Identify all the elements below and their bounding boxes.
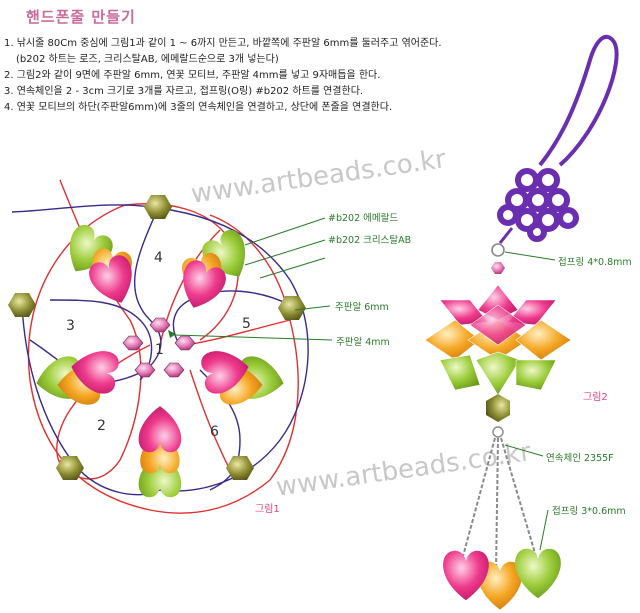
region-number-2: 2 <box>97 418 106 434</box>
figure1-caption: 그림1 <box>255 504 280 515</box>
bead6-right <box>278 296 306 320</box>
label-bead6: 주판알 6mm <box>335 302 389 313</box>
bead6-bottom-left <box>56 456 84 480</box>
bead6-lotus-bottom <box>486 394 510 422</box>
label-chain: 연속체인 2355F <box>546 453 614 464</box>
instruction-1: 1. 낚시줄 80Cm 중심에 그림1과 같이 1 ~ 6까지 만든고, 바깥쪽… <box>4 38 442 49</box>
page-title: 핸드폰줄 만들기 <box>26 8 136 26</box>
instruction-4: 4. 연꽃 모티브의 하단(주판알6mm)에 3줄의 연속체인을 연결하고, 상… <box>4 102 393 113</box>
label-jumpring1: 접프링 4*0.8mm <box>558 257 632 268</box>
figure2-caption: 그림2 <box>583 392 608 403</box>
region-number-6: 6 <box>210 424 219 440</box>
drop-heart-pink <box>443 550 489 601</box>
jumpring-top <box>491 243 505 257</box>
cord-loop <box>538 34 619 167</box>
arrow-marker <box>168 330 176 338</box>
instruction-1-note: (b202 하트는 로즈, 크리스탈AB, 에메랄드순으로 3개 넣는다) <box>16 54 279 65</box>
label-crystal: #b202 크리스탈AB <box>328 235 412 246</box>
label-jumpring2: 접프링 3*0.6mm <box>552 506 626 517</box>
fig1-leader-lines <box>174 217 333 341</box>
bead4-top <box>491 262 505 274</box>
chinese-knot <box>497 168 579 242</box>
region-number-1: 1 <box>155 342 164 358</box>
bead6-left <box>8 293 36 317</box>
drop-heart-green <box>515 548 561 599</box>
bead6-top <box>144 195 172 219</box>
region-number-3: 3 <box>66 318 75 334</box>
region-number-5: 5 <box>242 316 251 332</box>
label-emerald: #b202 에메랄드 <box>328 213 399 224</box>
instruction-2: 2. 그림2와 같이 9면에 주판알 6mm, 연꽃 모티브, 주판알 4mm를… <box>4 70 381 81</box>
fig2-leader-lines <box>504 251 556 551</box>
instruction-3: 3. 연속체인을 2 - 3cm 크기로 3개를 자르고, 접프링(O링) #b… <box>4 86 364 97</box>
figure2 <box>424 34 619 610</box>
inner-beads <box>122 317 196 378</box>
label-bead4: 주판알 4mm <box>336 337 390 348</box>
instructions: 1. 낚시줄 80Cm 중심에 그림1과 같이 1 ~ 6까지 만든고, 바깥쪽… <box>4 36 564 116</box>
chains <box>461 437 538 573</box>
jumpring-chain <box>492 426 504 438</box>
region-number-4: 4 <box>154 250 163 266</box>
figure1 <box>8 179 333 514</box>
lotus-motif <box>424 284 572 396</box>
